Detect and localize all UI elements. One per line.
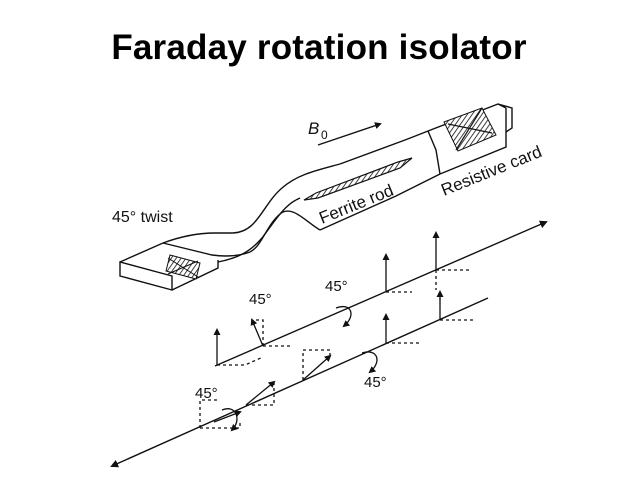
angle-label-upper-left: 45° bbox=[249, 291, 272, 308]
angle-label-upper-mid: 45° bbox=[325, 278, 348, 295]
forward-polarization-vectors bbox=[213, 231, 470, 366]
b0-label: B bbox=[308, 119, 319, 138]
angle-label-lower-mid: 45° bbox=[364, 374, 387, 391]
slide-title: Faraday rotation isolator bbox=[111, 28, 527, 67]
waveguide bbox=[119, 103, 513, 291]
ferrite-rod bbox=[303, 157, 413, 201]
b0-subscript: 0 bbox=[321, 128, 328, 142]
forward-propagation-axis bbox=[214, 220, 548, 367]
angle-label-lower-left: 45° bbox=[195, 385, 218, 402]
b0-field-arrow bbox=[317, 122, 382, 146]
resistive-card bbox=[443, 107, 497, 152]
forward-rotation-arcs bbox=[335, 305, 352, 328]
input-port-card bbox=[165, 254, 201, 280]
reverse-polarization-vectors bbox=[199, 290, 475, 429]
reverse-rotation-arcs bbox=[221, 351, 378, 432]
reverse-propagation-axis bbox=[110, 297, 489, 468]
twist-label: 45° twist bbox=[112, 209, 173, 226]
resistive-card-label: Resistive card bbox=[438, 142, 544, 200]
